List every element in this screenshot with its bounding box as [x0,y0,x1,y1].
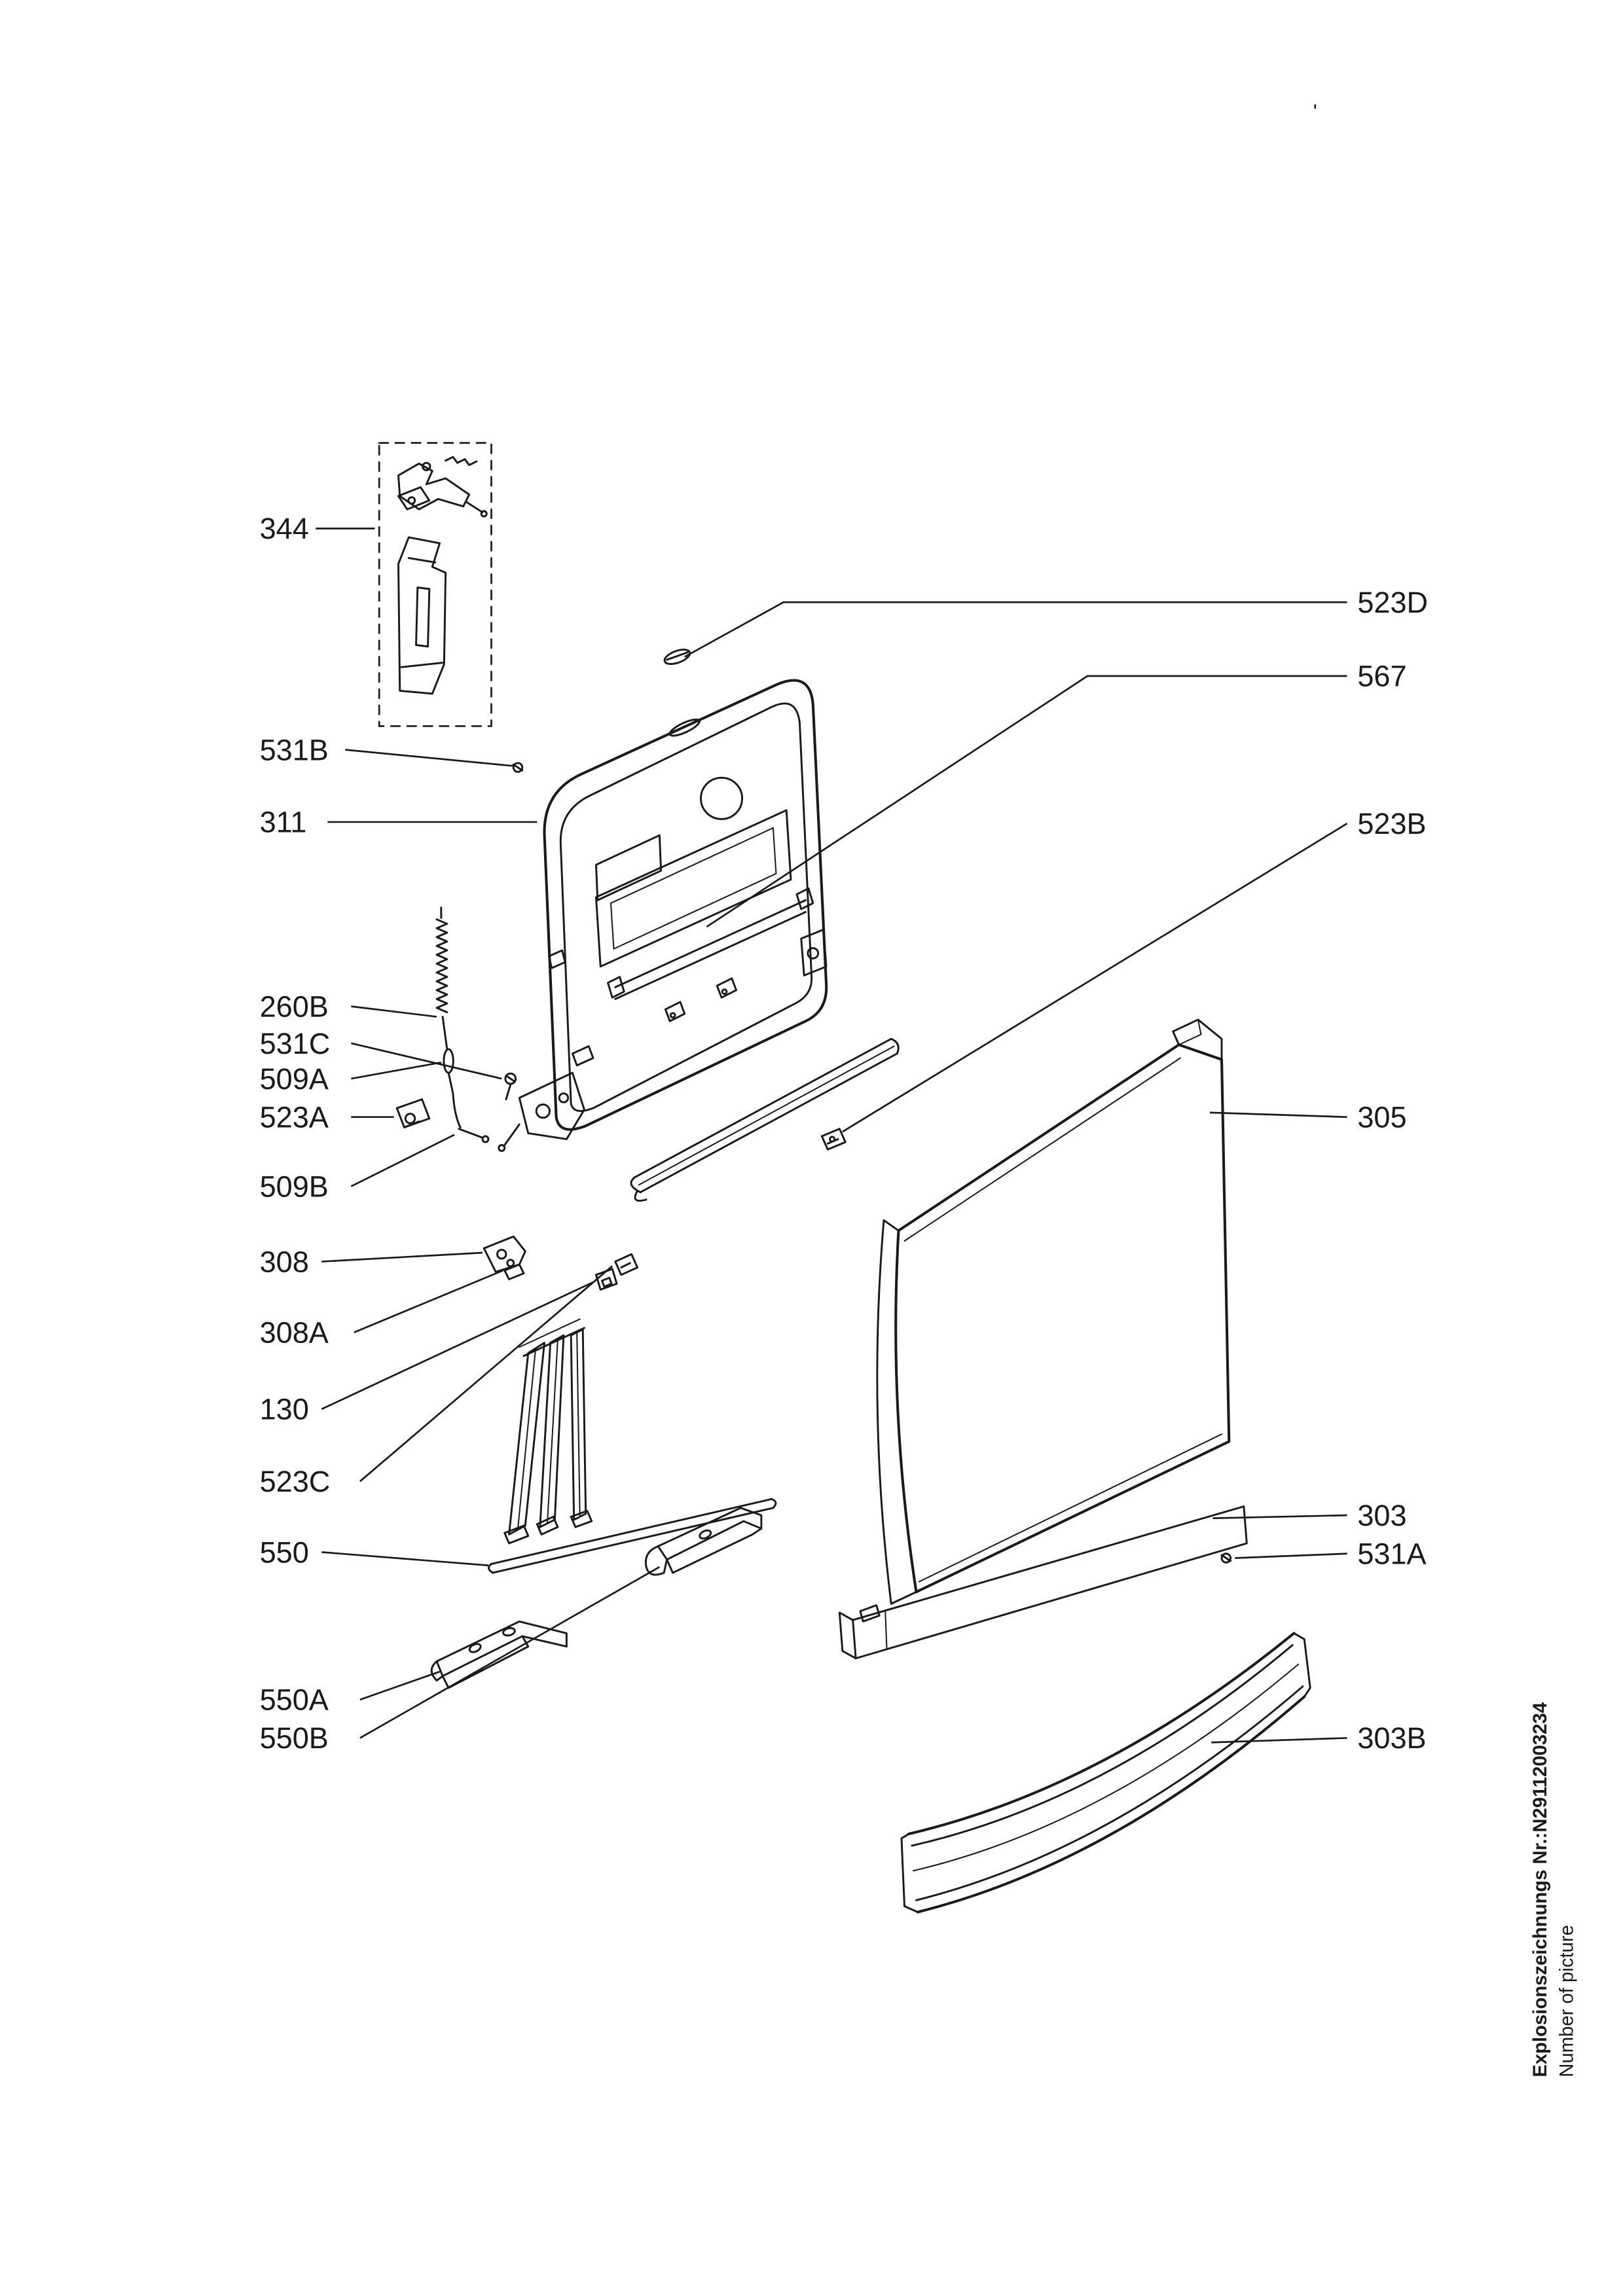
callout-label-303b: 303B [1357,1721,1426,1755]
pin-523d [663,649,691,665]
door-outer-panel [876,1018,1231,1605]
callout-label-308: 308 [260,1245,309,1278]
callout-label-550b: 550B [260,1721,329,1755]
callout-label-550a: 550A [260,1683,329,1717]
callout-label-523a: 523A [260,1100,329,1134]
leader-523c [359,1265,613,1482]
door-hinge-detail-right [800,928,828,977]
leader-531c [351,1042,502,1080]
leader-305 [1209,1111,1347,1119]
callout-label-523c: 523C [260,1465,331,1498]
diagram-artwork [378,442,1311,1914]
callout-label-531b: 531B [260,733,329,766]
callout-label-305: 305 [1357,1100,1406,1134]
door-spring-260b [435,906,448,1050]
support-rod [488,1498,777,1574]
kick-panel-303 [838,1505,1248,1660]
leader-550 [321,1551,489,1567]
leader-523b [842,823,1348,1133]
leader-550b [359,1566,661,1739]
callout-label-509b: 509B [260,1170,329,1203]
leader-308 [321,1251,483,1263]
leader-130 [321,1281,594,1410]
screw-531b [512,762,524,773]
hinge-kit-group-box [378,442,492,727]
callout-label-130: 130 [260,1393,309,1426]
leader-531a [1235,1552,1347,1559]
folding-support-550 [503,1318,593,1545]
leader-lines [316,528,1348,1744]
hinge-mounting-plate [397,536,447,695]
leader-303 [1213,1514,1347,1520]
callout-label-523d: 523D [1357,586,1428,619]
leader-567 [706,675,1347,928]
callout-label-531c: 531C [260,1027,331,1060]
spring-cord-509b [452,1092,490,1143]
door-handle-trim-303b [900,1632,1311,1914]
door-bottom-strip [630,1037,900,1202]
drawing-number: Explosionszeichnungs Nr.:N29112003234 [1529,1702,1551,2077]
vent-slot [668,718,701,737]
callout-label-303: 303 [1357,1499,1406,1532]
hinge-latch-parts [397,456,488,518]
screw-531c [504,1072,517,1101]
leader-531b [345,749,514,767]
callout-label-311: 311 [260,806,307,839]
hinge-bracket-308 [483,1235,526,1273]
callout-label-567: 567 [1357,660,1406,693]
leader-308a [354,1269,504,1333]
door-hinge-plate-left [498,1071,585,1152]
leader-509a [351,1061,442,1080]
picture-number-caption: Number of picture [1556,1925,1577,2077]
leader-509b [350,1134,455,1187]
hinge-part-308a [503,1263,525,1281]
clip-523b [820,1128,847,1151]
spring-link-509a [443,1048,454,1095]
callout-label-523b: 523B [1357,807,1426,840]
slide-rail-550a [430,1620,568,1689]
callout-label-509a: 509A [260,1062,329,1096]
clip-523c [614,1253,639,1276]
door-inner-panel [498,679,828,1152]
callout-label-531a: 531A [1357,1537,1426,1571]
stray-mark: ' [1313,99,1317,123]
leader-303b [1211,1737,1347,1744]
callout-labels: 344 531B 311 260B 531C 509A 523A 509B 30… [260,512,1428,1755]
callout-label-550: 550 [260,1535,309,1569]
leader-550a [359,1670,441,1701]
callout-label-344: 344 [260,512,309,545]
panel-hole [700,776,744,820]
slide-rail-550b [644,1507,763,1576]
clip-523a [395,1098,431,1128]
screw-531a [1220,1552,1231,1564]
leader-260b [351,1005,437,1018]
callout-label-260b: 260B [260,990,329,1023]
footer-vertical-text: Explosionszeichnungs Nr.:N29112003234 Nu… [1529,1702,1578,2077]
leader-523d [684,601,1347,658]
callout-label-308a: 308A [260,1316,329,1349]
